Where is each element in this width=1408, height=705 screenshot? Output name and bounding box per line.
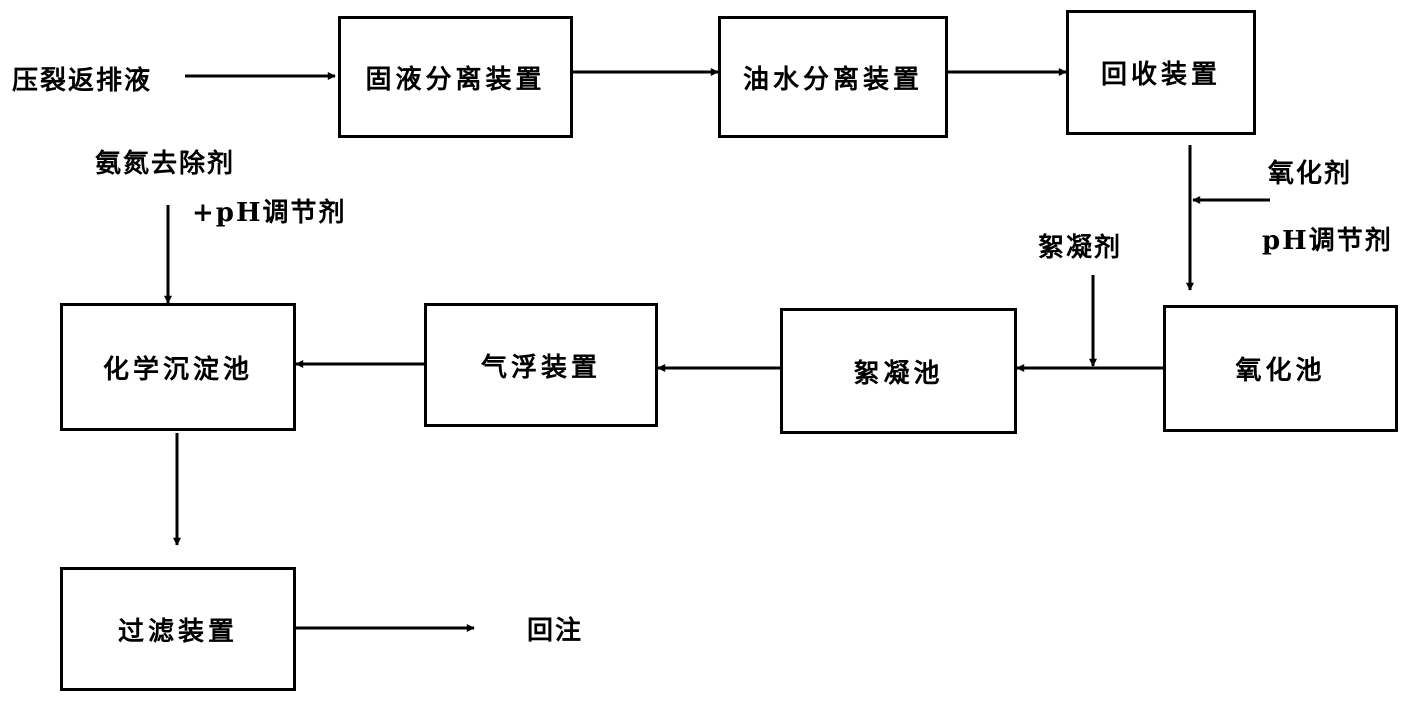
filtration-device-box: 过滤装置 xyxy=(60,567,296,691)
oxidant-label: 氧化剂 xyxy=(1268,159,1353,189)
input-label: 压裂返排液 xyxy=(12,66,153,96)
remover-label: 氨氮去除剂 xyxy=(95,149,236,179)
oil-water-separator-box: 油水分离装置 xyxy=(718,16,948,138)
chemical-precipitation-tank-box: 化学沉淀池 xyxy=(60,303,296,431)
flocculant-label: 絮凝剂 xyxy=(1038,233,1123,263)
recovery-device-box: 回收装置 xyxy=(1066,10,1256,135)
ph-regulator-right-label: pH调节剂 xyxy=(1262,226,1393,256)
coagulation-tank-box: 絮凝池 xyxy=(780,308,1017,434)
oxidation-tank-box: 氧化池 xyxy=(1163,305,1398,432)
air-flotation-device-box: 气浮装置 xyxy=(424,303,658,427)
solid-liquid-separator-box: 固液分离装置 xyxy=(338,16,573,138)
ph-regulator-left-label: +pH调节剂 xyxy=(192,198,347,228)
output-label: 回注 xyxy=(527,616,584,646)
